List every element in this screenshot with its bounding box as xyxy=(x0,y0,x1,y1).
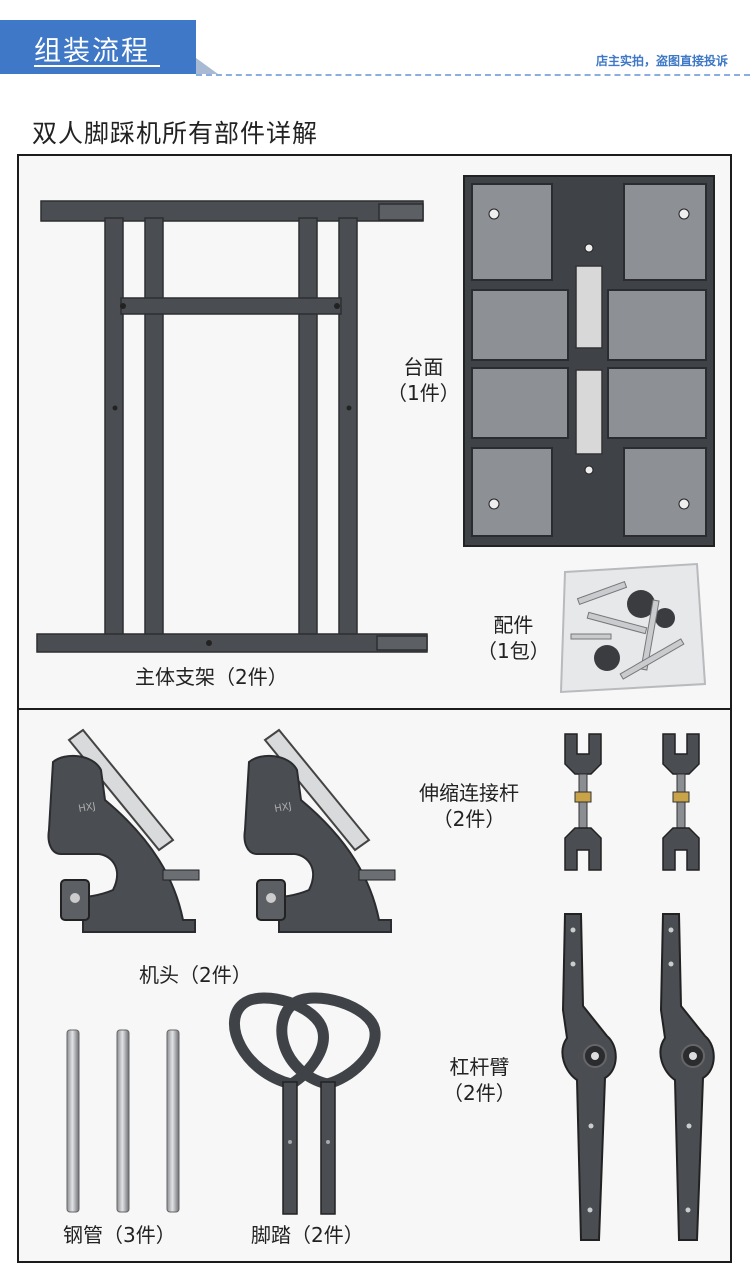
steel-tube-label: 钢管（3件） xyxy=(63,1223,176,1247)
header-copyright-note: 店主实拍，盗图直接投诉 xyxy=(595,54,728,68)
header-tab-fold xyxy=(196,58,218,74)
machine-head-image-1: HXJ xyxy=(47,728,200,933)
accessories-label: 配件 （1包） xyxy=(477,612,550,664)
svg-text:HXJ: HXJ xyxy=(274,801,293,815)
header-dashed-divider xyxy=(196,74,750,76)
machine-head-label: 机头（2件） xyxy=(139,963,252,987)
tabletop-image xyxy=(463,175,715,547)
telescopic-rod-image-1 xyxy=(564,733,602,871)
accessories-bag-image xyxy=(559,562,707,694)
lever-arm-qty: （2件） xyxy=(443,1081,516,1105)
steel-tube-image xyxy=(66,1029,180,1213)
lever-arm-image-1 xyxy=(561,913,617,1241)
telescopic-rod-name: 伸缩连接杆 xyxy=(419,781,519,805)
svg-text:HXJ: HXJ xyxy=(78,801,97,815)
pedal-image xyxy=(228,992,381,1215)
parts-panel-top: 主体支架（2件） 台面 （1件） xyxy=(17,154,732,710)
pedal-label: 脚踏（2件） xyxy=(251,1223,364,1247)
section-title: 双人脚踩机所有部件详解 xyxy=(32,119,319,148)
frame-label: 主体支架（2件） xyxy=(135,665,288,689)
tabletop-label: 台面 （1件） xyxy=(387,354,460,406)
header-title-underline xyxy=(34,65,160,67)
frame-image xyxy=(36,200,428,653)
machine-head-image-2: HXJ xyxy=(243,728,396,933)
accessories-name: 配件 xyxy=(493,613,534,637)
tabletop-qty: （1件） xyxy=(387,381,460,405)
telescopic-rod-qty: （2件） xyxy=(432,807,506,831)
telescopic-rod-image-2 xyxy=(662,733,700,871)
lever-arm-name: 杠杆臂 xyxy=(449,1055,510,1079)
page-header: 组装流程 店主实拍，盗图直接投诉 xyxy=(0,0,750,95)
telescopic-rod-label: 伸缩连接杆 （2件） xyxy=(419,780,519,832)
header-title: 组装流程 xyxy=(34,36,150,67)
lever-arm-image-2 xyxy=(659,913,715,1241)
accessories-qty: （1包） xyxy=(477,639,550,663)
lever-arm-label: 杠杆臂 （2件） xyxy=(443,1054,516,1106)
parts-panel-bottom: HXJ HXJ 机头（2件） 伸缩连接杆 （2件） xyxy=(17,708,732,1263)
tabletop-name: 台面 xyxy=(403,355,444,379)
